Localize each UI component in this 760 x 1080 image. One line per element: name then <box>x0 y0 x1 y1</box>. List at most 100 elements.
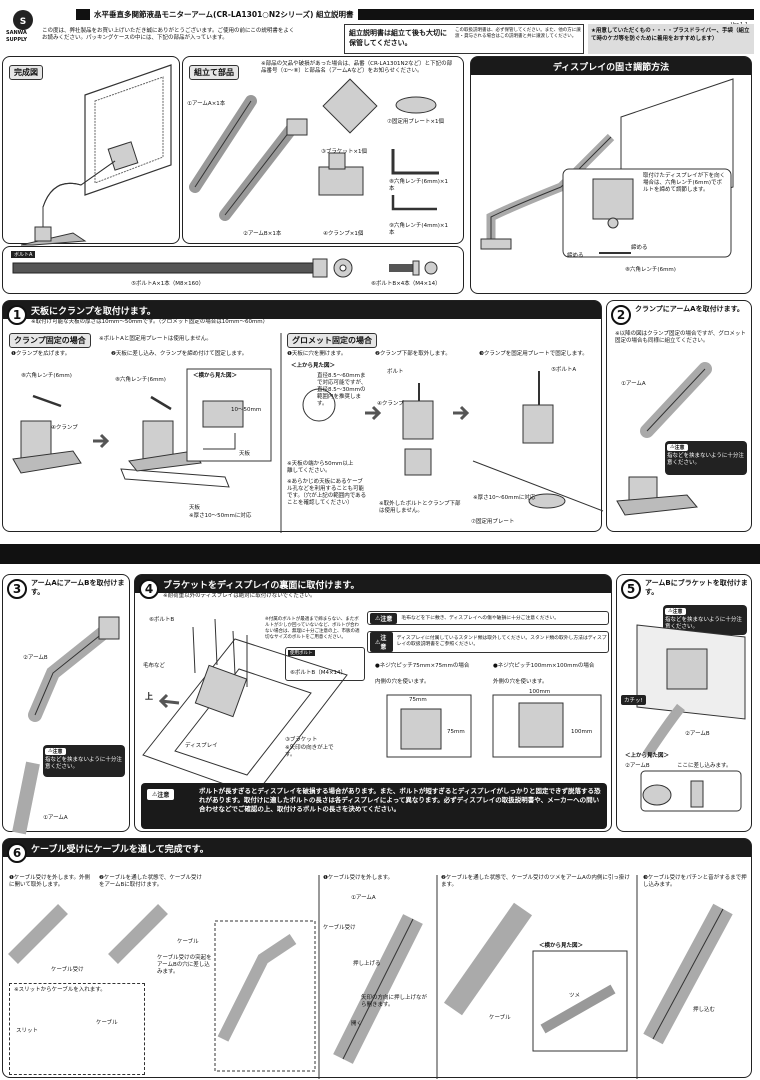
remove-note: ※取外したボルトとクランプ下部は使用しません。 <box>379 501 461 514</box>
step3-panel: 3 アームAにアームBを取付けます。 ②アームB ⚠注意 指などを挟まないように… <box>2 574 130 835</box>
sanwa-logo: S SANWA SUPPLY <box>6 8 38 43</box>
step4-warning-box: ⚠注意 ボルトが長すぎるとディスプレイを破損する場合があります。また、ボルトが短… <box>141 783 607 829</box>
step6-header: ケーブル受けにケーブルを通して完成です。 <box>3 839 751 857</box>
clamp-tag: クランプ固定の場合 <box>9 333 91 348</box>
complete-panel: 完成図 <box>2 56 180 246</box>
step2-number: 2 <box>611 305 631 325</box>
step2-arm-label: ①アームA <box>621 381 646 387</box>
step2-caution-box: ⚠注意 指などを挟まないように十分注意ください。 <box>665 441 747 475</box>
step2-caution-label: 注意 <box>674 444 685 451</box>
board-label-2: 天板 <box>189 505 201 511</box>
step4-caution-1: ⚠注意 毛布などを下に敷き、ディスプレイへの傷や破損に十分ご注意ください。 <box>367 611 609 625</box>
pitch-100-title: ●ネジ穴ピッチ100mm×100mmの場合 <box>493 663 595 669</box>
adjust-panel: ディスプレイの固さ調節方法 取付けたディスプレイが下を向く場合は、六角レンチ(6… <box>470 56 752 294</box>
step3-arm-b-label: ②アームB <box>23 655 48 661</box>
bolt-use-box: 使用ボルト ⑥ボルトB（M4×14） <box>285 647 365 681</box>
keep-sub: この取扱説明書は、必ず保管してください。また、他の方に譲渡・貸与される場合はこの… <box>455 28 581 39</box>
step6-b1: ❶ケーブル受けを外します。 <box>323 875 394 881</box>
warning-icon: ⚠ <box>668 608 673 614</box>
step5-caution-label: 注意 <box>672 608 683 615</box>
step3-caution: ⚠注意 <box>45 747 66 755</box>
clamp-note: ※ボルトAと固定用プレートは使用しません。 <box>99 336 212 342</box>
pitch-100-width: 100mm <box>529 689 551 695</box>
step4-title: ブラケットをディスプレイの裏面に取付けます。 <box>163 580 360 591</box>
step3-caution-box: ⚠注意 指などを挟まないように十分注意ください。 <box>43 745 125 777</box>
step4-bolt-note: ※付属のボルトが最適まで締まらない、またボルトが少しか回っていないなど、ボルトが… <box>265 617 360 640</box>
adjust-desc: 取付けたディスプレイが下を向く場合は、六角レンチ(6mm)でボルトを締めて調節し… <box>643 173 726 193</box>
step3-number: 3 <box>7 579 27 599</box>
slit-title: ※スリットからケーブルを入れます。 <box>14 987 106 993</box>
step2-caution: ⚠注意 <box>667 443 688 451</box>
cable-hole-note: ※あらかじめ天板にあるケーブル孔などを利用することも可能です。（穴が上記の範囲内… <box>287 479 367 506</box>
logo-mark-icon: S <box>13 10 33 30</box>
edge-note: ※天板の端から50mm以上離してください。 <box>287 461 354 474</box>
part-arm-b: ②アームB×1本 <box>243 231 282 237</box>
parts-note: ※部品の欠品や破損があった場合は、品番（CR-LA1301N2など）と下記の部品… <box>261 61 453 74</box>
step4-bolt-b-label: ⑥ボルトB <box>149 617 175 623</box>
step3-illustration <box>12 616 120 835</box>
bolts-illustration <box>12 258 438 278</box>
step6-a1: ❶ケーブル受けを外します。外側に開いて取外します。 <box>9 875 91 888</box>
manual-title: 水平垂直多関節液晶モニターアーム(CR-LA1301○N2シリーズ) 組立説明書 <box>90 9 358 20</box>
bolt-use-spec: ⑥ボルトB（M4×14） <box>290 670 347 676</box>
part-clamp: ④クランプ×1個 <box>323 231 364 237</box>
grommet-tag: グロメット固定の場合 <box>287 333 377 348</box>
step5-caution-text: 指などを挟まないように十分注意ください。 <box>665 616 742 630</box>
step2-caution-text: 指などを挟まないように十分注意ください。 <box>667 452 744 466</box>
step6-title: ケーブル受けにケーブルを通して完成です。 <box>31 844 209 855</box>
grommet-step-2: ❷クランプ下部を取外します。 <box>375 351 451 357</box>
warning-icon: ⚠ <box>152 791 158 798</box>
pitch-75-sub: 内側の穴を使います。 <box>375 679 430 685</box>
warning-label: 注意 <box>157 792 170 799</box>
step4-header: ブラケットをディスプレイの裏面に取付けます。 <box>135 575 611 593</box>
prep-notice: ★用意していただくもの・・・・プラスドライバー、手袋（組立て時のケガ等を防ぐため… <box>588 24 754 54</box>
step6-number: 6 <box>7 843 27 863</box>
complete-illustration <box>20 64 172 246</box>
part-wrench-4: ⑨六角レンチ(4mm)×1本 <box>389 223 449 236</box>
bolt-label: ボルト <box>387 369 404 375</box>
board-label: 天板 <box>239 451 251 457</box>
caution-2-badge: ⚠注意 <box>370 632 393 652</box>
step4-cloth-label: 毛布など <box>143 663 166 669</box>
step5-insert-label: ここに差し込みます。 <box>677 763 732 769</box>
parts-label: 組立て部品 <box>189 65 239 80</box>
clamp-step-1: ❶クランプを広げます。 <box>11 351 71 357</box>
step4-bracket-note: ※矢印の向きが上です。 <box>285 745 334 758</box>
parts-panel: 組立て部品 ※部品の欠品や破損があった場合は、品番（CR-LA1301N2など）… <box>182 56 464 244</box>
part-bracket: ③ブラケット×1個 <box>321 149 368 155</box>
step4-display-label: ディスプレイ <box>185 743 218 749</box>
step4-illustration <box>142 618 602 796</box>
intro-text: この度は、弊社製品をお買い上げいただき誠にありがとうございます。ご使用の前にこの… <box>42 28 295 41</box>
step5-number: 5 <box>621 579 641 599</box>
part-plate: ⑦固定用プレート×1個 <box>387 119 445 125</box>
logo-text: SANWA SUPPLY <box>6 30 28 43</box>
bolt-tag: ボルトA <box>11 251 36 258</box>
part-arm-a: ①アームA×1本 <box>187 101 226 107</box>
step6-b2-cable: ケーブル <box>489 1015 511 1021</box>
warning-icon: ⚠ <box>670 444 675 450</box>
step1-header: 天板にクランプを取付けます。 <box>3 301 601 319</box>
step4-bracket-label: ③ブラケット <box>285 737 318 743</box>
wrench-label-a: ⑧六角レンチ(6mm) <box>21 373 72 379</box>
adjust-tighten-2: 締める <box>631 245 648 251</box>
caution-2-text: ディスプレイに付属しているスタンド類は取外してください。スタンド類の取外し方法は… <box>396 636 607 647</box>
step4-caution-2: ⚠注意 ディスプレイに付属しているスタンド類は取外してください。スタンド類の取外… <box>367 631 609 653</box>
slit-cable-label: ケーブル <box>96 1020 118 1026</box>
step4-panel: ブラケットをディスプレイの裏面に取付けます。 4 ※耐荷重以外のディスプレイは絶… <box>134 574 612 832</box>
pitch-75-height: 75mm <box>447 729 465 735</box>
step6-b2: ❷ケーブルを通した状態で、ケーブル受けのツメをアームAの内側に引っ掛けます。 <box>441 875 630 888</box>
bolt-use-tag: 使用ボルト <box>288 650 315 656</box>
step1-illustration <box>12 333 604 533</box>
wrench-label-b: ⑧六角レンチ(6mm) <box>115 377 166 383</box>
step4-up-label: 上 <box>145 692 153 701</box>
keep-notice: 組立説明書は組立て後も大切に保管してください。 <box>349 29 447 47</box>
caution-1-label: 注意 <box>380 615 393 623</box>
step5-caution: ⚠注意 <box>665 607 686 615</box>
step6-b1-open: 開く <box>351 1021 363 1027</box>
pitch-100-sub: 外側の穴を使います。 <box>493 679 548 685</box>
step2-title: クランプにアームAを取付けます。 <box>635 305 744 313</box>
complete-label: 完成図 <box>9 65 43 80</box>
step5-top-view: ＜上から見た図＞ <box>625 753 670 759</box>
parts-illustration <box>189 78 439 221</box>
plate-label: ⑦固定用プレート <box>471 519 515 525</box>
